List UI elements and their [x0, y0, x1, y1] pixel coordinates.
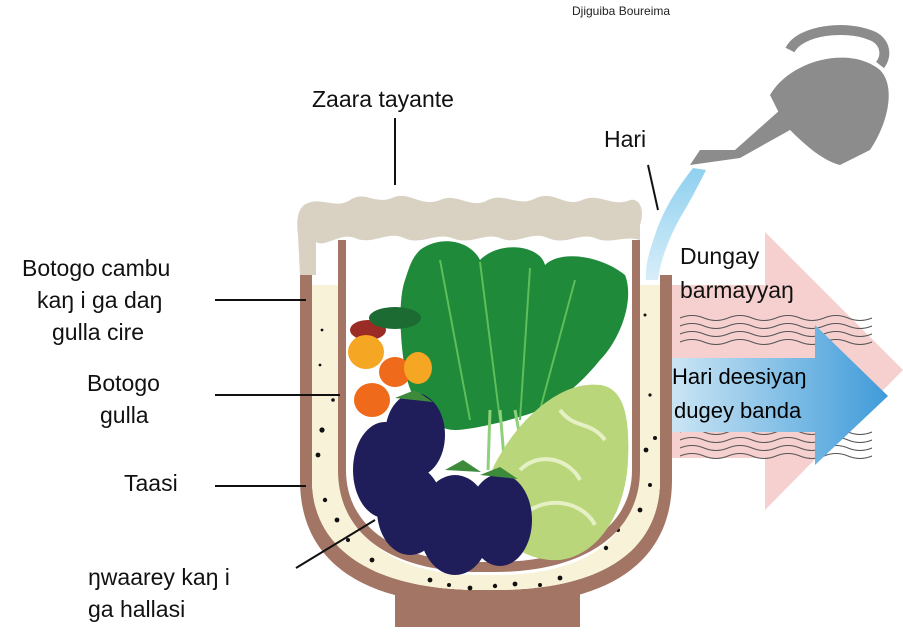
label-holes-1: ŋwaarey kaŋ i	[88, 562, 230, 592]
label-outer-pot-1: Botogo cambu	[22, 253, 170, 283]
label-evaporation-2: barmayyaŋ	[680, 275, 794, 305]
label-outer-pot-2: kaŋ i ga daŋ	[37, 285, 162, 315]
label-inner-pot-2: gulla	[100, 400, 149, 430]
label-evaporation-1: Dungay	[680, 241, 759, 271]
label-holes-2: ga hallasi	[88, 594, 185, 624]
label-heat-2: dugey banda	[674, 396, 801, 426]
label-heat-1: Hari deesiyaŋ	[672, 362, 807, 392]
author-credit: Djiguiba Boureima	[572, 4, 670, 18]
label-inner-pot-1: Botogo	[87, 368, 160, 398]
label-water: Hari	[604, 124, 646, 154]
watering-can-icon	[690, 30, 889, 165]
label-cloth-lid: Zaara tayante	[312, 84, 454, 114]
label-outer-pot-3: gulla cire	[52, 317, 144, 347]
label-sand: Taasi	[124, 468, 178, 498]
